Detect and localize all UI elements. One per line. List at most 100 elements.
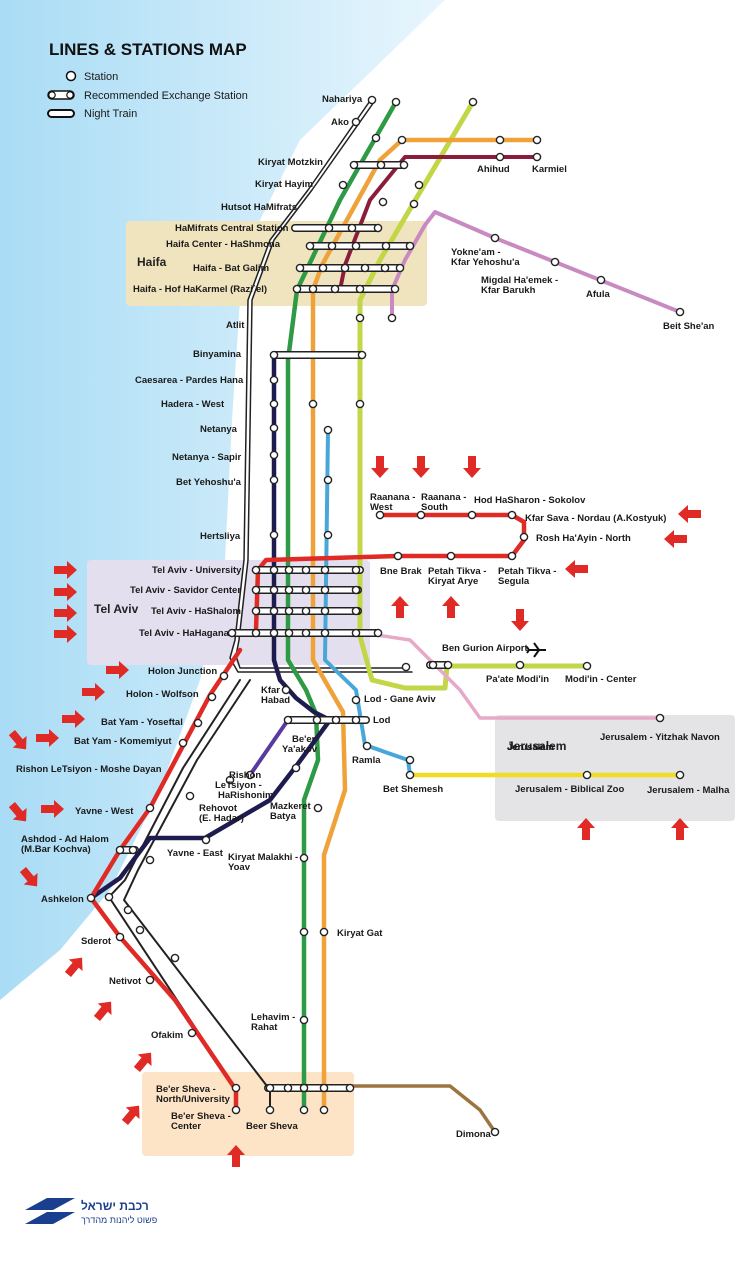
station-dot[interactable] (269, 585, 279, 595)
station-dot[interactable] (128, 845, 138, 855)
station-dot[interactable] (227, 628, 237, 638)
station-dot[interactable] (251, 565, 261, 575)
station-dot[interactable] (265, 1105, 275, 1115)
station-dot[interactable] (351, 715, 361, 725)
station-dot[interactable] (299, 853, 309, 863)
station-dot[interactable] (291, 763, 301, 773)
station-dot[interactable] (330, 284, 340, 294)
station-dot[interactable] (414, 180, 424, 190)
station-dot[interactable] (269, 530, 279, 540)
station-dot[interactable] (397, 135, 407, 145)
station-dot[interactable] (123, 905, 133, 915)
station-dot[interactable] (395, 263, 405, 273)
station-dot[interactable] (468, 97, 478, 107)
station-dot[interactable] (355, 313, 365, 323)
station-dot[interactable] (284, 628, 294, 638)
station-dot[interactable] (219, 671, 229, 681)
station-dot[interactable] (281, 685, 291, 695)
station-dot[interactable] (428, 660, 438, 670)
station-dot[interactable] (295, 263, 305, 273)
station-dot[interactable] (378, 197, 388, 207)
station-dot[interactable] (532, 135, 542, 145)
station-dot[interactable] (349, 160, 359, 170)
station-dot[interactable] (301, 585, 311, 595)
station-dot[interactable] (371, 133, 381, 143)
station-dot[interactable] (201, 835, 211, 845)
station-dot[interactable] (313, 803, 323, 813)
station-dot[interactable] (362, 741, 372, 751)
station-dot[interactable] (340, 263, 350, 273)
station-dot[interactable] (655, 713, 665, 723)
station-dot[interactable] (351, 565, 361, 575)
station-dot[interactable] (393, 551, 403, 561)
station-dot[interactable] (490, 1127, 500, 1137)
station-dot[interactable] (301, 565, 311, 575)
station-dot[interactable] (319, 927, 329, 937)
station-dot[interactable] (360, 263, 370, 273)
station-dot[interactable] (312, 715, 322, 725)
station-dot[interactable] (515, 660, 525, 670)
station-dot[interactable] (284, 565, 294, 575)
station-dot[interactable] (193, 718, 203, 728)
station-dot[interactable] (265, 1083, 275, 1093)
station-dot[interactable] (269, 475, 279, 485)
station-dot[interactable] (231, 1105, 241, 1115)
station-dot[interactable] (467, 510, 477, 520)
station-dot[interactable] (299, 1015, 309, 1025)
station-dot[interactable] (299, 927, 309, 937)
station-dot[interactable] (135, 925, 145, 935)
station-dot[interactable] (357, 350, 367, 360)
station-dot[interactable] (185, 791, 195, 801)
station-dot[interactable] (305, 241, 315, 251)
station-dot[interactable] (347, 223, 357, 233)
station-dot[interactable] (269, 375, 279, 385)
station-dot[interactable] (446, 551, 456, 561)
station-dot[interactable] (323, 530, 333, 540)
station-dot[interactable] (390, 284, 400, 294)
station-dot[interactable] (301, 628, 311, 638)
station-dot[interactable] (178, 738, 188, 748)
station-dot[interactable] (490, 233, 500, 243)
station-dot[interactable] (225, 775, 235, 785)
station-dot[interactable] (550, 257, 560, 267)
station-dot[interactable] (405, 770, 415, 780)
station-dot[interactable] (409, 199, 419, 209)
station-dot[interactable] (308, 399, 318, 409)
station-dot[interactable] (187, 1028, 197, 1038)
station-dot[interactable] (380, 263, 390, 273)
station-dot[interactable] (495, 152, 505, 162)
station-dot[interactable] (145, 975, 155, 985)
station-dot[interactable] (416, 510, 426, 520)
station-dot[interactable] (507, 510, 517, 520)
station-dot[interactable] (320, 585, 330, 595)
station-dot[interactable] (675, 307, 685, 317)
station-dot[interactable] (391, 97, 401, 107)
station-dot[interactable] (367, 95, 377, 105)
station-dot[interactable] (355, 284, 365, 294)
station-dot[interactable] (269, 606, 279, 616)
station-dot[interactable] (519, 532, 529, 542)
station-dot[interactable] (115, 932, 125, 942)
station-dot[interactable] (675, 770, 685, 780)
station-dot[interactable] (351, 628, 361, 638)
station-dot[interactable] (283, 715, 293, 725)
station-dot[interactable] (319, 1105, 329, 1115)
station-dot[interactable] (284, 585, 294, 595)
station-dot[interactable] (299, 1105, 309, 1115)
station-dot[interactable] (86, 893, 96, 903)
station-dot[interactable] (582, 661, 592, 671)
station-dot[interactable] (320, 565, 330, 575)
station-dot[interactable] (170, 953, 180, 963)
station-dot[interactable] (351, 585, 361, 595)
station-dot[interactable] (355, 399, 365, 409)
station-dot[interactable] (231, 1083, 241, 1093)
station-dot[interactable] (299, 1083, 309, 1093)
station-dot[interactable] (443, 660, 453, 670)
station-dot[interactable] (269, 423, 279, 433)
station-dot[interactable] (251, 606, 261, 616)
station-dot[interactable] (596, 275, 606, 285)
station-dot[interactable] (283, 1083, 293, 1093)
station-dot[interactable] (375, 510, 385, 520)
station-dot[interactable] (269, 399, 279, 409)
station-dot[interactable] (251, 628, 261, 638)
